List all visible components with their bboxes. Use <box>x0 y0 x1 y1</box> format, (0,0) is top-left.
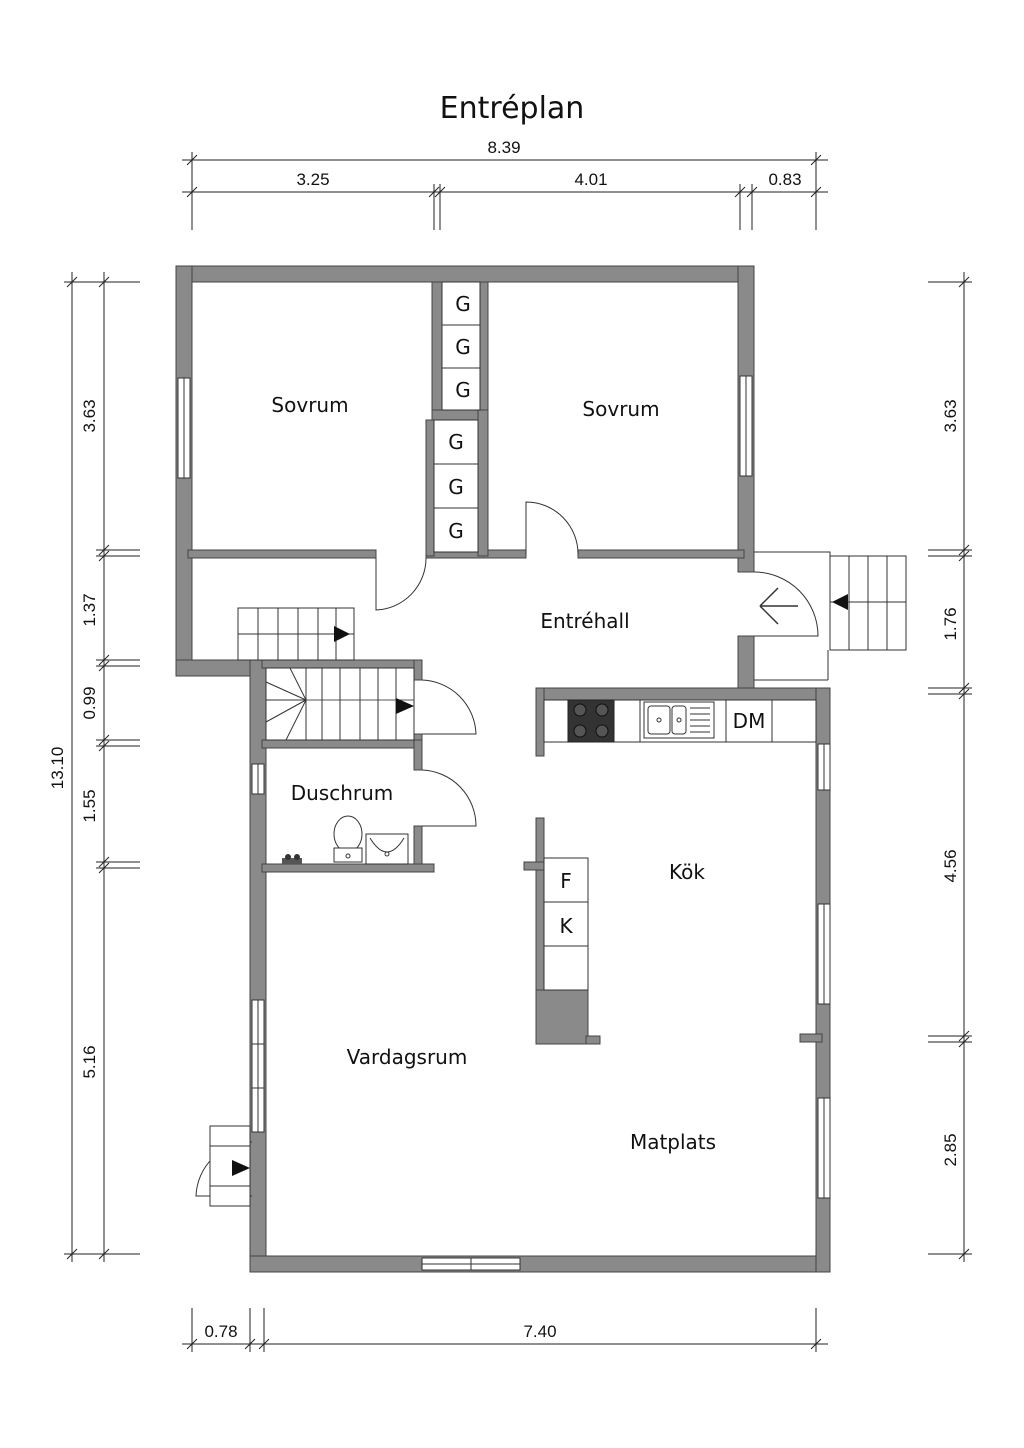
dim-top-c: 0.83 <box>768 170 801 189</box>
room-label-living: Vardagsrum <box>347 1045 468 1069</box>
dim-left-total: 13.10 <box>48 747 67 790</box>
dim-left-b: 1.37 <box>80 593 99 626</box>
dim-top-a: 3.25 <box>296 170 329 189</box>
wardrobe-label: G <box>448 475 464 499</box>
wardrobe-label: G <box>455 292 471 316</box>
dim-left-a: 3.63 <box>80 399 99 432</box>
room-label-bedroom-right: Sovrum <box>582 397 659 421</box>
entrance-steps <box>754 551 907 681</box>
room-label-dining: Matplats <box>630 1130 716 1154</box>
room-label-hall: Entréhall <box>540 609 629 633</box>
dim-right-b: 1.76 <box>941 607 960 640</box>
stair-arrow-icon <box>334 626 350 642</box>
room-label-bedroom-left: Sovrum <box>271 393 348 417</box>
shower-tap-icon <box>282 854 302 864</box>
garden-steps <box>209 1125 251 1207</box>
freezer-label: K <box>559 914 573 938</box>
wardrobe-label: G <box>455 378 471 402</box>
dim-left-e: 5.16 <box>80 1045 99 1078</box>
washbasin-icon <box>365 833 409 865</box>
dim-bottom-a: 0.78 <box>204 1322 237 1341</box>
plan-title: Entréplan <box>440 91 585 126</box>
spiral-stairs <box>265 667 415 741</box>
room-label-kitchen: Kök <box>669 860 705 884</box>
hall-stairs <box>237 607 355 661</box>
dim-left-d: 1.55 <box>80 789 99 822</box>
wardrobes <box>433 281 481 553</box>
fridge-freezer <box>543 857 589 991</box>
windows <box>177 375 831 1271</box>
dim-top-b: 4.01 <box>574 170 607 189</box>
toilet-icon <box>333 815 363 863</box>
dim-right-c: 4.56 <box>941 849 960 882</box>
wardrobe-label: G <box>455 335 471 359</box>
doors <box>195 501 819 1197</box>
dim-left-c: 0.99 <box>80 686 99 719</box>
wardrobe-label: G <box>448 519 464 543</box>
entrance-arrow-icon <box>759 587 798 625</box>
fridge-label: F <box>560 869 572 893</box>
left-dimensions <box>64 272 140 1262</box>
dim-right-a: 3.63 <box>941 399 960 432</box>
dishwasher-label: DM <box>733 709 766 733</box>
bottom-dimensions <box>182 1308 828 1352</box>
room-label-shower: Duschrum <box>291 781 394 805</box>
wardrobe-label: G <box>448 430 464 454</box>
top-dimensions <box>182 152 828 230</box>
step-arrow-icon <box>232 1160 250 1176</box>
dim-bottom-b: 7.40 <box>523 1322 556 1341</box>
stove-icon <box>567 699 615 743</box>
step-arrow-icon <box>832 594 848 610</box>
right-dimensions <box>928 272 972 1262</box>
stair-arrow-icon <box>396 698 414 714</box>
dim-right-d: 2.85 <box>941 1133 960 1166</box>
dim-top-total: 8.39 <box>487 138 520 157</box>
sink-icon <box>643 701 715 739</box>
